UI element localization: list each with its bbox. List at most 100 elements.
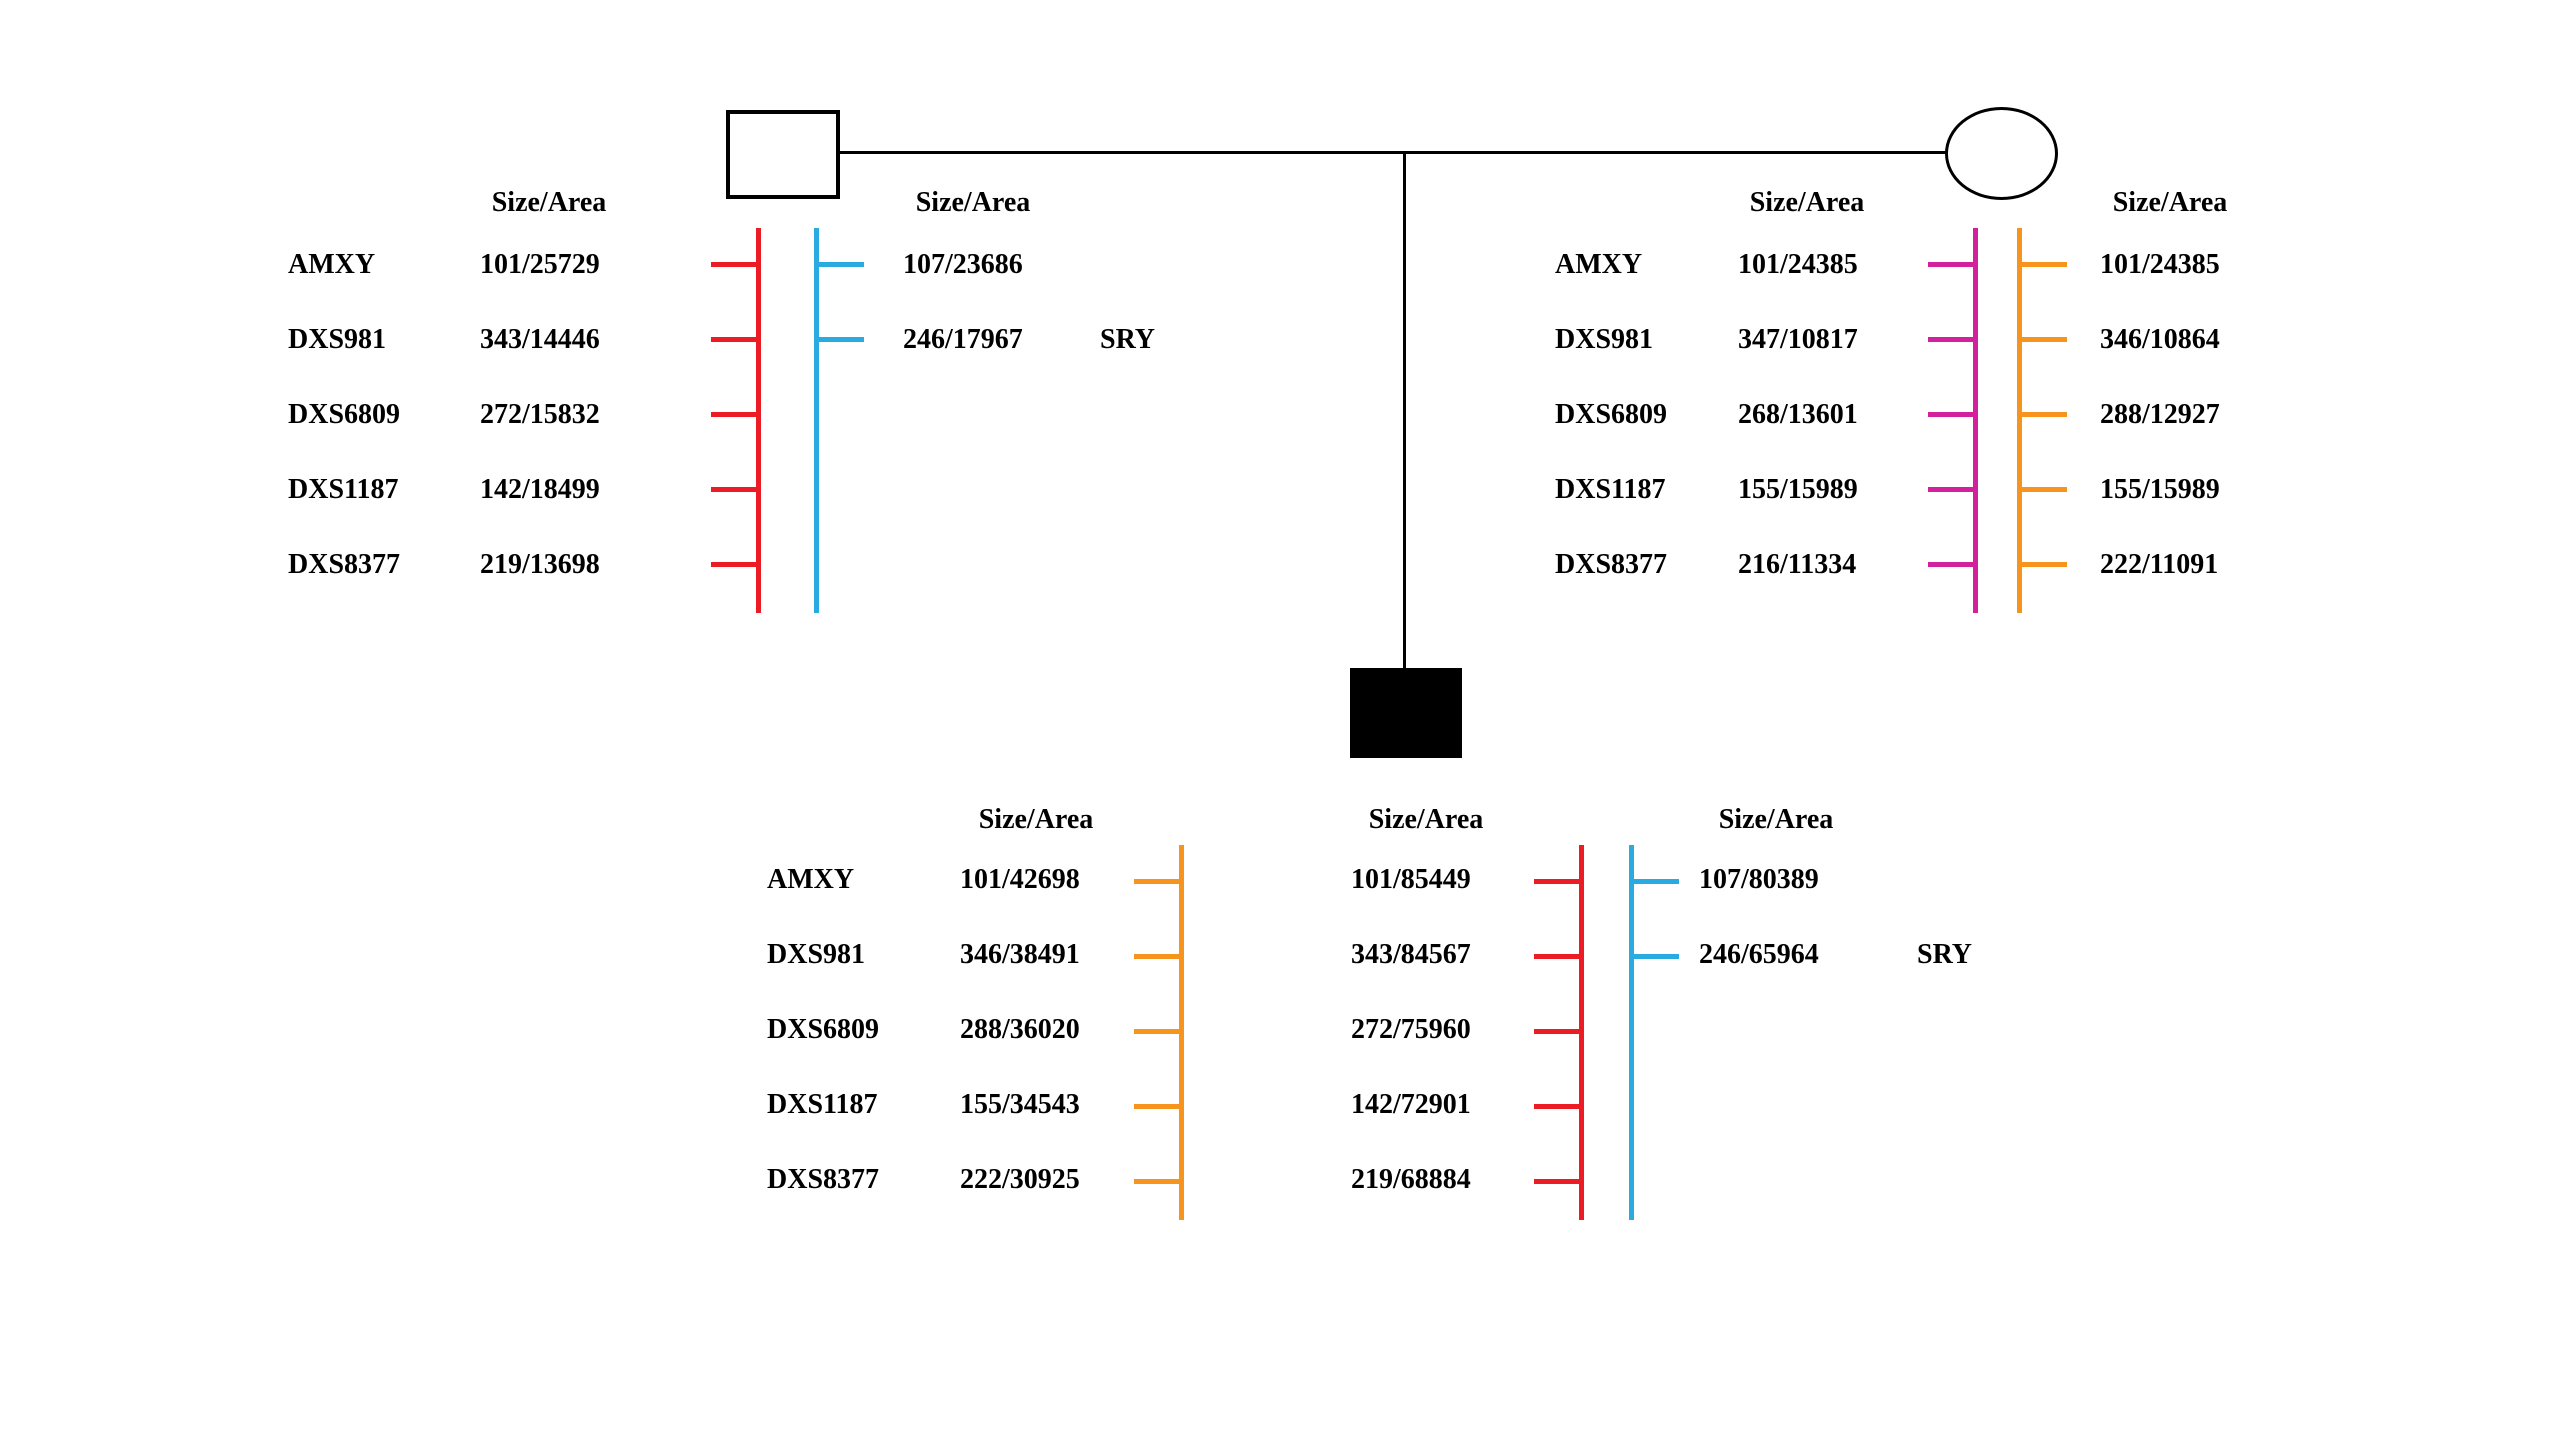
allele-value: 216/11334 (1738, 548, 1857, 580)
marker-label: DXS1187 (767, 1088, 878, 1120)
tick (1534, 954, 1579, 959)
allele-value: 101/42698 (960, 863, 1080, 895)
father-symbol (726, 110, 840, 199)
marker-label: DXS981 (288, 323, 387, 355)
size-area-header: Size/Area (2112, 187, 2228, 218)
tick (711, 487, 756, 492)
tick (1928, 262, 1973, 267)
child-maternal-x-haplotype-bar (1134, 845, 1184, 1220)
marker-label: DXS6809 (767, 1013, 880, 1045)
marker-label: DXS6809 (288, 398, 401, 430)
allele-value: 343/14446 (480, 323, 600, 355)
tick (711, 562, 756, 567)
allele-value: 288/12927 (2100, 398, 2220, 430)
allele-value: 343/84567 (1351, 938, 1471, 970)
allele-value: 346/10864 (2100, 323, 2220, 355)
father-marker-labels: AMXY DXS981 DXS6809 DXS1187 DXS8377 (288, 227, 400, 602)
tick (2022, 337, 2067, 342)
tick (711, 337, 756, 342)
size-area-header: Size/Area (1718, 804, 1834, 835)
tick (1928, 487, 1973, 492)
marker-label: DXS981 (767, 938, 866, 970)
tick (1134, 954, 1179, 959)
couple-connector-line (840, 151, 1947, 154)
tick (1534, 1029, 1579, 1034)
size-area-header: Size/Area (1749, 187, 1865, 218)
father-y-haplotype-bar (814, 228, 864, 613)
allele-value: 272/15832 (480, 398, 600, 430)
allele-value: 142/72901 (1351, 1088, 1471, 1120)
size-area-header: Size/Area (1368, 804, 1484, 835)
size-area-header: Size/Area (978, 804, 1094, 835)
marker-label: DXS8377 (1555, 548, 1668, 580)
child-maternal-x-allele-values: 101/42698 346/38491 288/36020 155/34543 … (960, 842, 1080, 1217)
sry-gene-label: SRY (1917, 938, 1973, 970)
marker-label: DXS1187 (1555, 473, 1666, 505)
tick (1634, 879, 1679, 884)
tick (1534, 1179, 1579, 1184)
marker-label: DXS8377 (767, 1163, 880, 1195)
tick (819, 337, 864, 342)
descent-line (1403, 151, 1406, 670)
tick (2022, 562, 2067, 567)
child-y-haplotype-bar (1629, 845, 1679, 1220)
allele-value: 101/85449 (1351, 863, 1471, 895)
size-area-header: Size/Area (491, 187, 607, 218)
marker-label: DXS8377 (288, 548, 401, 580)
size-area-header: Size/Area (915, 187, 1031, 218)
mother-x2-allele-values: 101/24385 346/10864 288/12927 155/15989 … (2100, 227, 2220, 602)
allele-value: 347/10817 (1738, 323, 1858, 355)
mother-symbol (1945, 107, 2058, 200)
allele-value: 155/34543 (960, 1088, 1080, 1120)
allele-value: 219/68884 (1351, 1163, 1471, 1195)
allele-value: 219/13698 (480, 548, 600, 580)
tick (2022, 262, 2067, 267)
allele-value: 272/75960 (1351, 1013, 1471, 1045)
allele-value: 101/25729 (480, 248, 600, 280)
marker-label: DXS1187 (288, 473, 399, 505)
mother-x1-allele-values: 101/24385 347/10817 268/13601 155/15989 … (1738, 227, 1858, 602)
tick (2022, 412, 2067, 417)
allele-value: 142/18499 (480, 473, 600, 505)
allele-value: 155/15989 (1738, 473, 1858, 505)
tick (1634, 954, 1679, 959)
tick (1928, 562, 1973, 567)
tick (1534, 879, 1579, 884)
mother-x2-haplotype-bar (2017, 228, 2067, 613)
allele-value: 346/38491 (960, 938, 1080, 970)
allele-value: 101/24385 (2100, 248, 2220, 280)
tick (2022, 487, 2067, 492)
tick (819, 262, 864, 267)
tick (1928, 337, 1973, 342)
allele-value: 107/80389 (1699, 863, 1819, 895)
marker-label: AMXY (767, 863, 855, 895)
father-x-allele-values: 101/25729 343/14446 272/15832 142/18499 … (480, 227, 600, 602)
tick (711, 412, 756, 417)
allele-value: 222/11091 (2100, 548, 2219, 580)
child-y-allele-values: 107/80389 246/65964 (1699, 842, 1819, 992)
allele-value: 222/30925 (960, 1163, 1080, 1195)
child-paternal-x-allele-values: 101/85449 343/84567 272/75960 142/72901 … (1351, 842, 1471, 1217)
allele-value: 268/13601 (1738, 398, 1858, 430)
marker-label: AMXY (288, 248, 376, 280)
father-y-allele-values: 107/23686 246/17967 (903, 227, 1023, 377)
tick (1928, 412, 1973, 417)
tick (1134, 1179, 1179, 1184)
sry-gene-label: SRY (1100, 323, 1156, 355)
allele-value: 246/65964 (1699, 938, 1819, 970)
mother-marker-labels: AMXY DXS981 DXS6809 DXS1187 DXS8377 (1555, 227, 1667, 602)
child-symbol (1350, 668, 1462, 758)
tick (1134, 879, 1179, 884)
tick (1134, 1029, 1179, 1034)
marker-label: DXS981 (1555, 323, 1654, 355)
father-x-haplotype-bar (711, 228, 761, 613)
tick (711, 262, 756, 267)
marker-label: AMXY (1555, 248, 1643, 280)
child-marker-labels: AMXY DXS981 DXS6809 DXS1187 DXS8377 (767, 842, 879, 1217)
allele-value: 155/15989 (2100, 473, 2220, 505)
tick (1134, 1104, 1179, 1109)
allele-value: 107/23686 (903, 248, 1023, 280)
child-paternal-x-haplotype-bar (1534, 845, 1584, 1220)
allele-value: 288/36020 (960, 1013, 1080, 1045)
